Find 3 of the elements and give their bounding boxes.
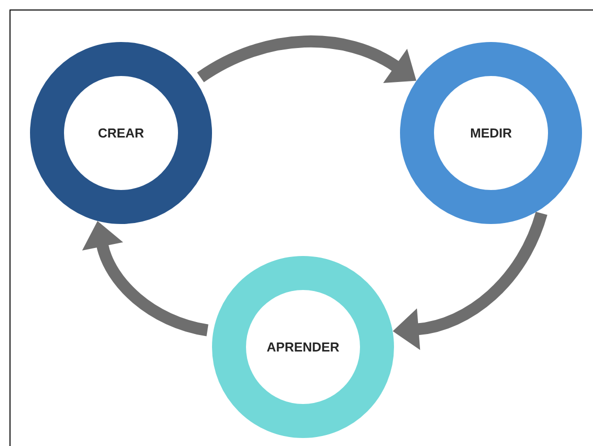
ring-node: MEDIR: [400, 42, 582, 224]
ring-node: CREAR: [30, 42, 212, 224]
ring-node: APRENDER: [212, 256, 394, 438]
